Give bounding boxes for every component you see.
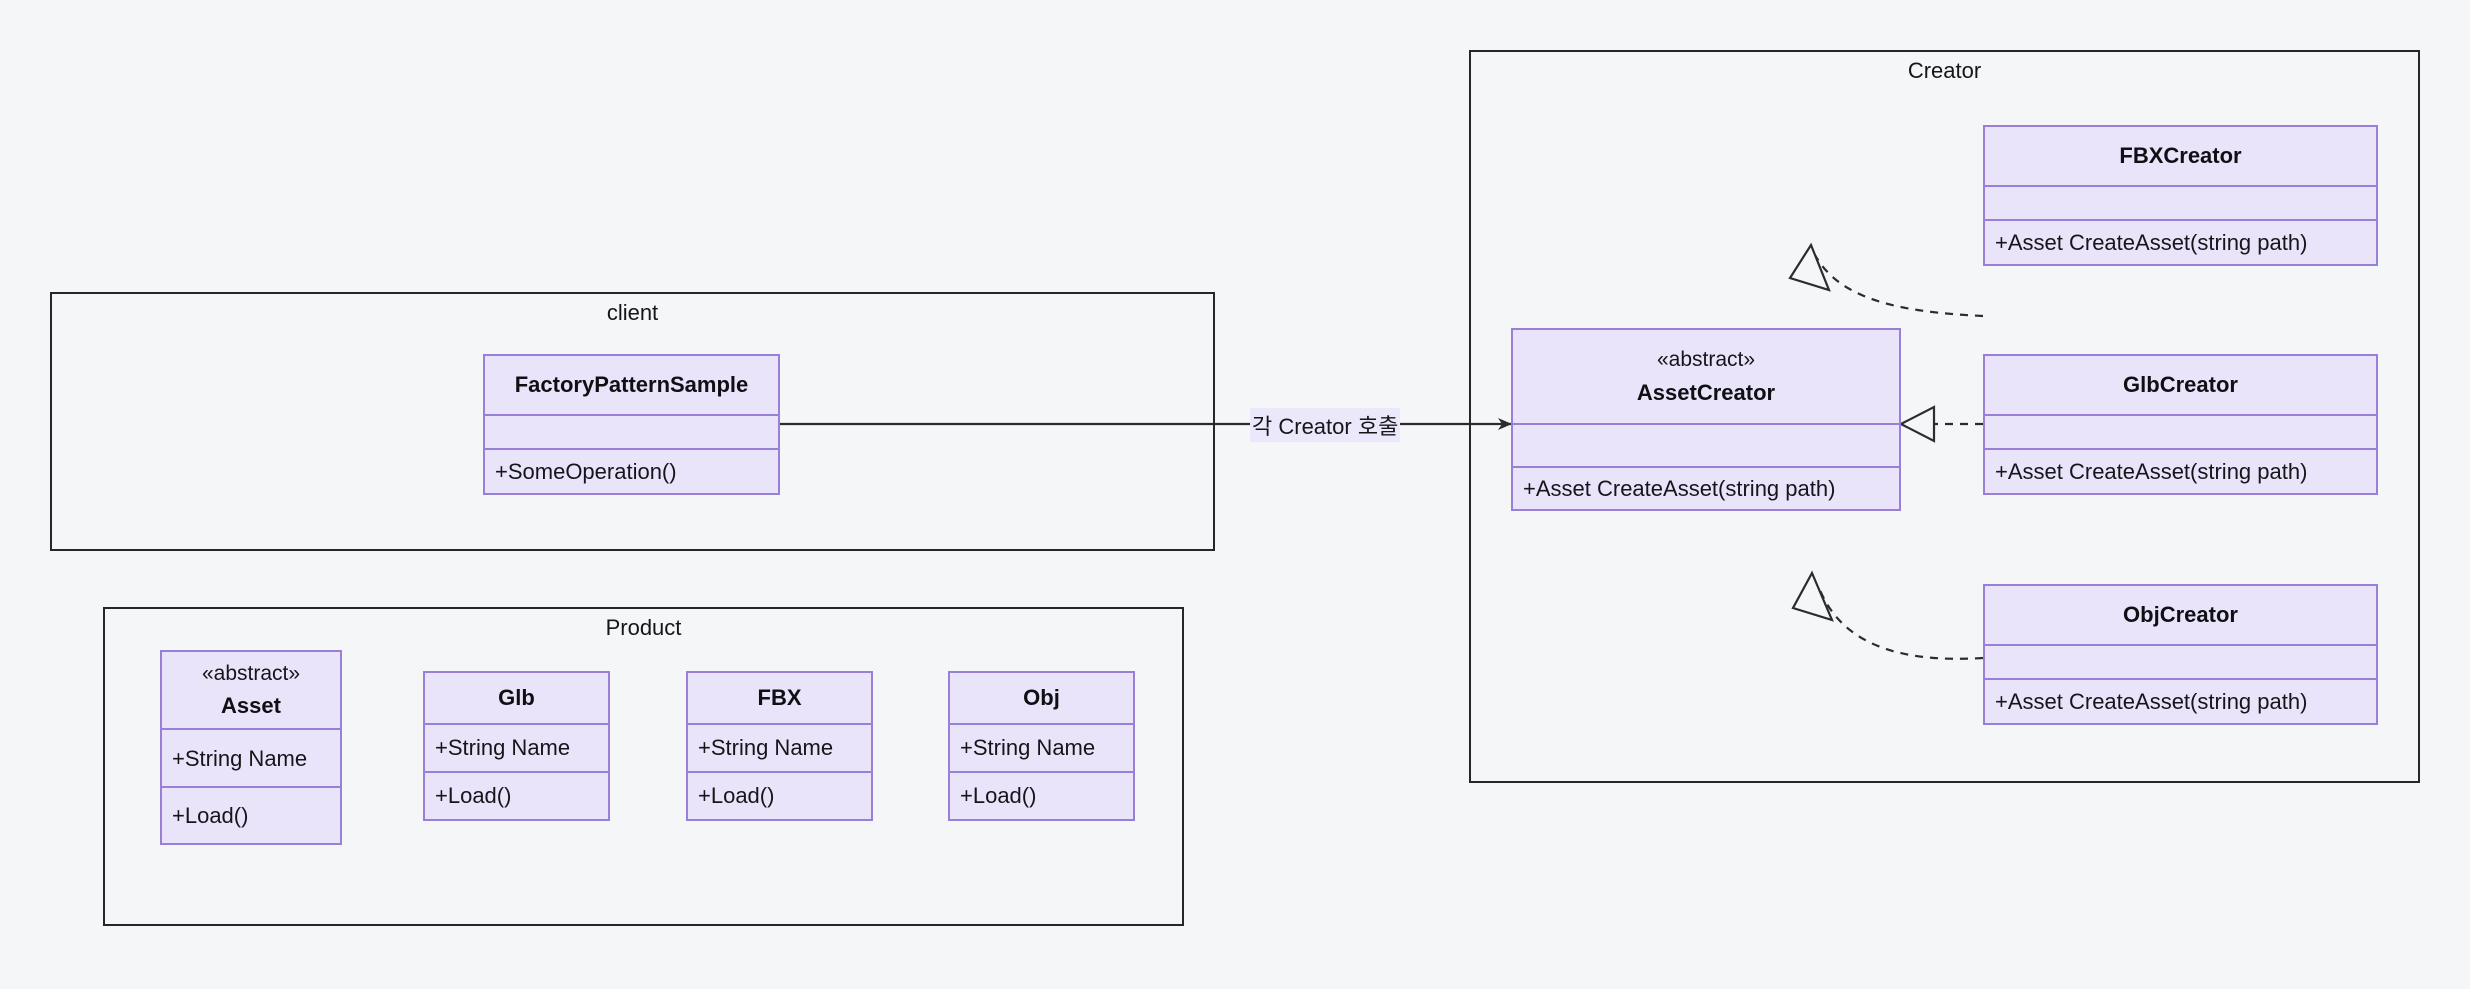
class-name: FactoryPatternSample [514, 372, 749, 398]
class-operations-compartment: +Asset CreateAsset(string path) [1985, 447, 2376, 493]
class-operations-compartment: +Load() [162, 785, 340, 843]
class-operation: +Load() [172, 802, 249, 828]
class-title-compartment: «abstract» AssetCreator [1513, 330, 1899, 423]
class-name: Asset [221, 693, 281, 719]
class-attributes-compartment: +String Name [162, 728, 340, 785]
class-stereotype: «abstract» [201, 661, 301, 685]
class-attribute: +String Name [172, 745, 308, 771]
class-operations-compartment: +Asset CreateAsset(string path) [1985, 218, 2376, 264]
class-operation: +SomeOperation() [495, 458, 677, 484]
class-fbx[interactable]: FBX +String Name +Load() [686, 671, 873, 821]
class-stereotype: «abstract» [1656, 348, 1756, 372]
class-title-compartment: Obj [950, 673, 1133, 723]
class-attributes-compartment: +String Name [688, 722, 871, 771]
package-product: Product [103, 607, 1184, 926]
class-title-compartment: FBXCreator [1985, 127, 2376, 185]
class-attributes-compartment [1985, 413, 2376, 448]
package-creator-label: Creator [1907, 58, 1982, 83]
class-name: FBX [757, 685, 802, 711]
package-product-label: Product [605, 615, 682, 640]
class-attribute: +String Name [698, 735, 834, 761]
class-factory-pattern-sample[interactable]: FactoryPatternSample +SomeOperation() [483, 354, 780, 495]
class-name: AssetCreator [1636, 379, 1776, 405]
class-attributes-compartment [1985, 643, 2376, 678]
class-title-compartment: Glb [425, 673, 608, 723]
edge-label-client-calls-creator: 각 Creator 호출 [1250, 408, 1401, 442]
class-operations-compartment: +SomeOperation() [485, 447, 778, 493]
class-name: Obj [1023, 685, 1060, 711]
class-operations-compartment: +Load() [688, 770, 871, 819]
package-creator: Creator [1469, 50, 2420, 783]
class-title-compartment: FBX [688, 673, 871, 723]
class-operations-compartment: +Asset CreateAsset(string path) [1513, 466, 1899, 509]
class-name: ObjCreator [2123, 602, 2238, 628]
class-attributes-compartment: +String Name [950, 722, 1133, 771]
class-asset-creator[interactable]: «abstract» AssetCreator +Asset CreateAss… [1511, 328, 1901, 511]
class-attributes-compartment [485, 413, 778, 448]
class-title-compartment: «abstract» Asset [162, 652, 340, 728]
class-operation: +Asset CreateAsset(string path) [1995, 458, 2308, 484]
package-client: client [50, 292, 1215, 551]
class-title-compartment: GlbCreator [1985, 356, 2376, 414]
class-operations-compartment: +Load() [425, 770, 608, 819]
class-attributes-compartment [1513, 423, 1899, 466]
class-obj[interactable]: Obj +String Name +Load() [948, 671, 1135, 821]
class-title-compartment: FactoryPatternSample [485, 356, 778, 414]
class-attributes-compartment: +String Name [425, 722, 608, 771]
package-client-label: client [606, 300, 659, 325]
class-name: Glb [498, 685, 535, 711]
class-attributes-compartment [1985, 184, 2376, 219]
class-asset[interactable]: «abstract» Asset +String Name +Load() [160, 650, 342, 845]
class-operation: +Asset CreateAsset(string path) [1995, 229, 2308, 255]
class-name: FBXCreator [2119, 143, 2242, 169]
class-glb[interactable]: Glb +String Name +Load() [423, 671, 610, 821]
class-obj-creator[interactable]: ObjCreator +Asset CreateAsset(string pat… [1983, 584, 2378, 725]
class-title-compartment: ObjCreator [1985, 586, 2376, 644]
class-attribute: +String Name [435, 735, 571, 761]
class-operations-compartment: +Load() [950, 770, 1133, 819]
class-name: GlbCreator [2123, 372, 2238, 398]
class-attribute: +String Name [960, 735, 1096, 761]
class-operations-compartment: +Asset CreateAsset(string path) [1985, 677, 2376, 723]
class-operation: +Asset CreateAsset(string path) [1523, 476, 1836, 502]
class-operation: +Load() [435, 783, 512, 809]
class-operation: +Load() [960, 783, 1037, 809]
class-operation: +Load() [698, 783, 775, 809]
class-glb-creator[interactable]: GlbCreator +Asset CreateAsset(string pat… [1983, 354, 2378, 495]
class-fbx-creator[interactable]: FBXCreator +Asset CreateAsset(string pat… [1983, 125, 2378, 266]
class-operation: +Asset CreateAsset(string path) [1995, 688, 2308, 714]
